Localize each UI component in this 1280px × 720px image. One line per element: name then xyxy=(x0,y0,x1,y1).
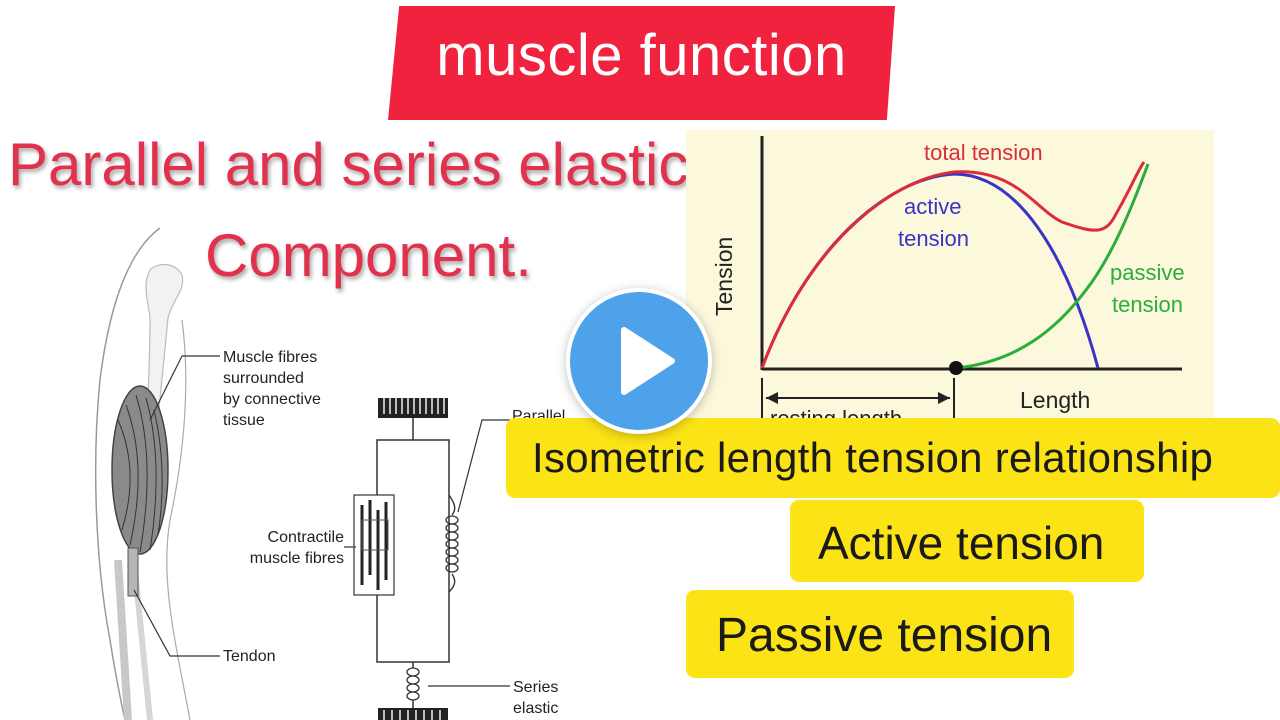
active-tension-label: active tension xyxy=(898,194,969,251)
label-contractile: Contractile muscle fibres xyxy=(249,529,344,567)
active-tension-box: Active tension xyxy=(790,500,1144,582)
bottom-anchor xyxy=(378,708,448,720)
label-series-elastic: Series elastic xyxy=(513,679,559,717)
label-muscle-fibres: Muscle fibres surrounded by connective t… xyxy=(223,349,321,429)
total-tension-label: total tension xyxy=(924,140,1043,165)
passive-tension-text: Passive tension xyxy=(716,609,1053,662)
active-label-line2: tension xyxy=(898,226,969,251)
label-tendon: Tendon xyxy=(223,648,276,665)
title-banner xyxy=(388,6,895,120)
length-tension-chart: Tension Length total tension resting len… xyxy=(686,130,1214,420)
top-anchor xyxy=(378,398,448,418)
passive-label-line1: passive xyxy=(1110,260,1185,285)
resting-length-label: resting length xyxy=(770,406,902,420)
passive-tension-label: passive tension xyxy=(1110,260,1185,317)
heading-line-2: Component. xyxy=(205,222,532,289)
active-label-line1: active xyxy=(904,194,961,219)
passive-tension-box: Passive tension xyxy=(686,590,1074,678)
x-axis-label: Length xyxy=(1020,387,1090,413)
resting-length-point xyxy=(949,361,963,375)
isometric-text: Isometric length tension relationship xyxy=(532,434,1214,481)
banner-title: muscle function xyxy=(436,23,847,88)
total-tension-curve xyxy=(760,161,1146,369)
y-axis-label: Tension xyxy=(711,237,737,316)
heading-line-1: Parallel and series elastic xyxy=(8,131,689,198)
passive-label-line2: tension xyxy=(1112,292,1183,317)
active-tension-text: Active tension xyxy=(818,517,1105,569)
isometric-box: Isometric length tension relationship xyxy=(506,418,1280,498)
passive-tension-curve xyxy=(955,163,1150,370)
play-button[interactable] xyxy=(566,288,712,434)
play-icon xyxy=(621,327,675,395)
